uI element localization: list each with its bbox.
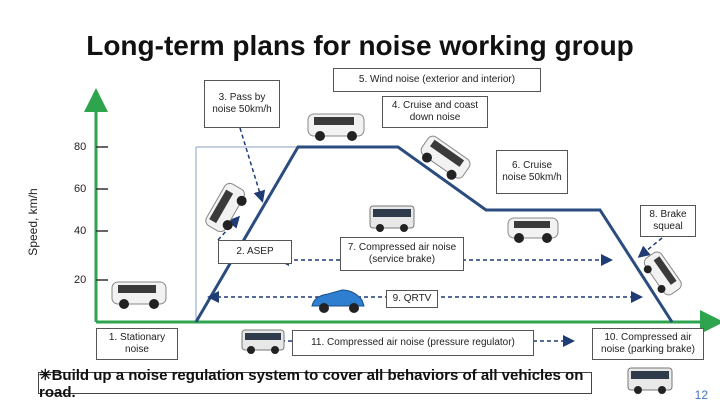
pass-by-arrow	[239, 127, 266, 203]
y-axis-label: Speed, km/h	[26, 188, 40, 256]
y-tick-60: 60	[74, 183, 87, 195]
van-icon	[111, 281, 167, 309]
cruise-noise-box: 6. Cruise noise 50km/h	[496, 150, 568, 194]
y-tick-20: 20	[74, 274, 87, 286]
cruise-coast-box: 4. Cruise and coast down noise	[382, 96, 488, 128]
van-icon	[507, 217, 559, 243]
van-icon	[205, 182, 247, 233]
y-tick-40: 40	[74, 225, 87, 237]
van-icon	[420, 135, 471, 180]
pass-by-noise-box: 3. Pass by noise 50km/h	[204, 80, 280, 128]
wind-noise-box: 5. Wind noise (exterior and interior)	[333, 68, 541, 92]
bus-icon	[369, 205, 415, 232]
compressed-service-brake-box: 7. Compressed air noise (service brake)	[340, 237, 464, 271]
speed-profile-line	[194, 145, 674, 323]
electric-car-icon	[311, 289, 365, 313]
bus-icon	[627, 367, 673, 394]
van-icon	[643, 251, 682, 296]
pressure-regulator-box: 11. Compressed air noise (pressure regul…	[292, 330, 534, 356]
page-title: Long-term plans for noise working group	[86, 30, 634, 61]
parking-brake-box: 10. Compressed air noise (parking brake)	[592, 328, 704, 360]
van-icon	[307, 113, 365, 141]
bus-icon	[241, 329, 285, 354]
page-number: 12	[694, 388, 708, 402]
brake-squeal-arrow	[637, 237, 663, 258]
qrtv-box: 9. QRTV	[386, 290, 438, 308]
stationary-noise-box: 1. Stationary noise	[96, 328, 178, 360]
footer-statement: ✳Build up a noise regulation system to c…	[38, 367, 592, 401]
y-tick-80: 80	[74, 141, 87, 153]
brake-squeal-box: 8. Brake squeal	[640, 205, 696, 237]
asep-box: 2. ASEP	[218, 240, 292, 264]
